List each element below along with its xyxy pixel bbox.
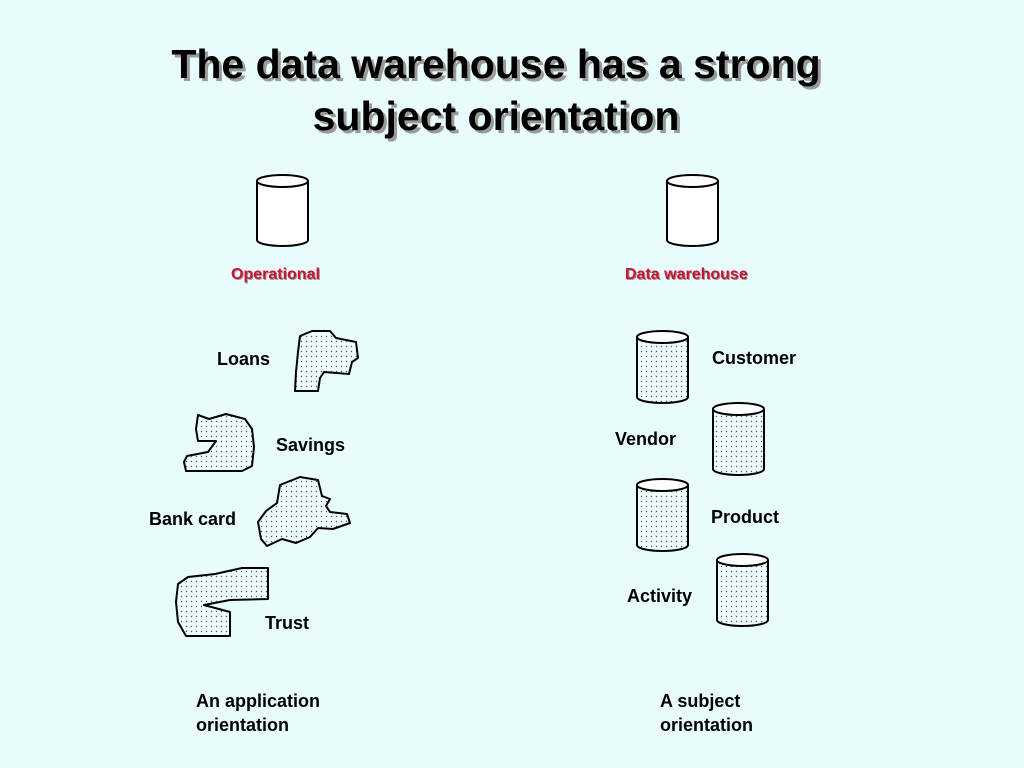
title-line-1: The data warehouse has a strong	[171, 41, 821, 87]
activity-cylinder-icon	[716, 553, 769, 627]
application-caption-line-1: An application	[196, 691, 321, 711]
loans-shape	[294, 330, 359, 392]
warehouse-heading: Data warehouse	[625, 266, 748, 283]
title-line-2: subject orientation	[312, 93, 680, 139]
loans-label: Loans	[217, 349, 271, 369]
operational-database-icon	[256, 174, 309, 247]
application-caption-line-2: orientation	[196, 715, 289, 735]
savings-shape	[183, 413, 255, 472]
vendor-label: Vendor	[615, 429, 677, 449]
bank-card-label: Bank card	[149, 509, 237, 529]
application-orientation-caption: An application orientation	[196, 689, 320, 737]
activity-label: Activity	[627, 586, 693, 606]
subject-orientation-caption: A subject orientation	[660, 689, 753, 737]
warehouse-database-icon	[666, 174, 719, 247]
vendor-cylinder-icon	[712, 402, 765, 476]
trust-shape	[175, 567, 269, 637]
customer-label: Customer	[712, 348, 797, 368]
slide-title: The data warehouse has a strong subject …	[0, 38, 992, 142]
trust-label: Trust	[265, 613, 310, 633]
operational-heading: Operational	[231, 266, 320, 283]
product-label: Product	[711, 507, 780, 527]
subject-caption-line-1: A subject	[660, 691, 741, 711]
customer-cylinder-icon	[636, 330, 689, 404]
savings-label: Savings	[276, 435, 346, 455]
bank-card-shape	[257, 476, 351, 547]
product-cylinder-icon	[636, 478, 689, 552]
subject-caption-line-2: orientation	[660, 715, 753, 735]
